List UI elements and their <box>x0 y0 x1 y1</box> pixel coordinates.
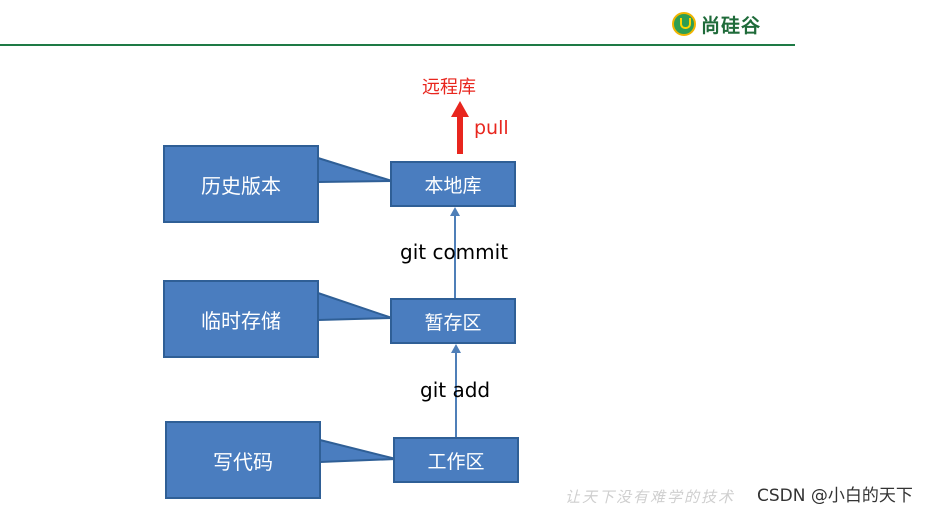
callout-tail-temp <box>317 292 393 321</box>
u-badge-icon <box>672 12 696 36</box>
footer-motto: 让天下没有难学的技术 <box>565 488 736 506</box>
csdn-watermark: CSDN @小白的天下 <box>757 486 913 506</box>
note-box-code: 写代码 <box>165 421 321 499</box>
op-label-add: git add <box>420 378 491 402</box>
note-label-temp: 临时存储 <box>201 308 281 333</box>
note-label-code: 写代码 <box>213 449 273 474</box>
stage-label-workspace: 工作区 <box>427 450 485 473</box>
header-rule <box>0 44 795 46</box>
callout-tail-history <box>317 157 393 183</box>
arrow-commit-head <box>450 207 460 216</box>
brand-logo: 尚硅谷 <box>672 10 761 38</box>
pull-arrow-shaft <box>457 114 463 154</box>
stage-label-staging: 暂存区 <box>424 311 482 334</box>
op-label-commit: git commit <box>400 240 509 264</box>
note-box-history: 历史版本 <box>163 145 319 223</box>
note-box-temp: 临时存储 <box>163 280 319 358</box>
stage-label-local: 本地库 <box>424 174 482 197</box>
arrow-add-head <box>451 344 461 353</box>
pull-label: pull <box>474 117 509 139</box>
pull-arrow-head <box>451 101 469 117</box>
remote-repo-label: 远程库 <box>422 77 476 98</box>
callout-tail-code <box>319 439 397 463</box>
stage-box-workspace: 工作区 <box>393 437 519 483</box>
stage-box-local: 本地库 <box>390 161 516 207</box>
stage-box-staging: 暂存区 <box>390 298 516 344</box>
note-label-history: 历史版本 <box>201 173 281 198</box>
logo-text: 尚硅谷 <box>701 14 762 37</box>
